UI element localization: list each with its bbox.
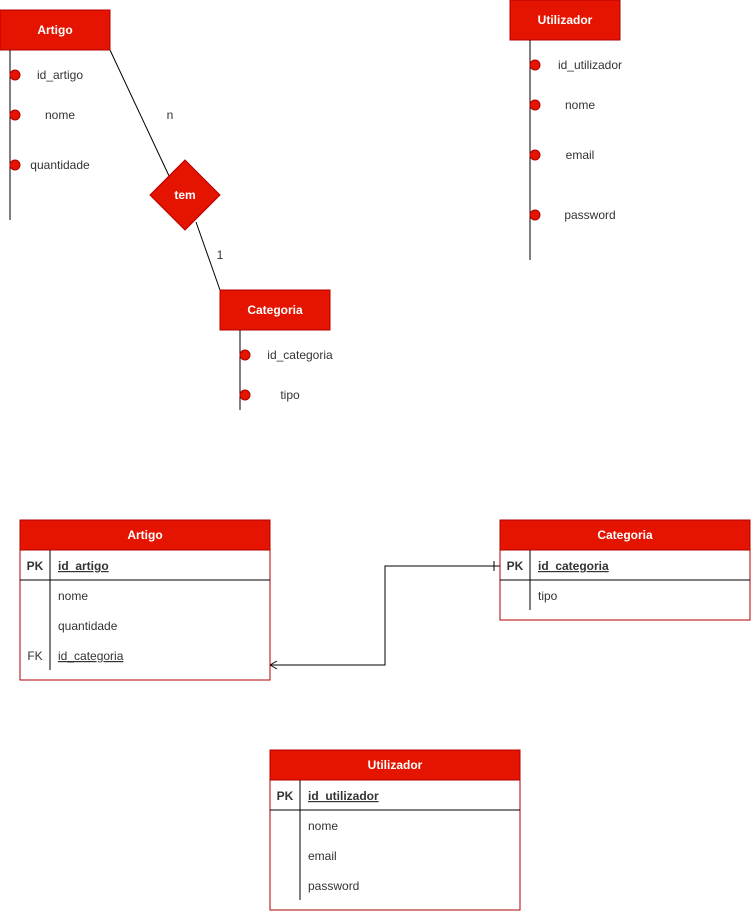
table-categoria[interactable]: Categoria PK id_categoria tipo: [499, 519, 751, 621]
svg-text:tipo: tipo: [280, 388, 300, 402]
table-artigo-title: Artigo: [127, 528, 162, 542]
er-relation-tem[interactable]: tem: [149, 159, 221, 231]
table-utilizador-field-email: email: [308, 849, 337, 863]
table-utilizador-title: Utilizador: [368, 758, 423, 772]
table-utilizador-field-nome: nome: [308, 819, 338, 833]
er-attr-email: email: [529, 148, 595, 162]
svg-text:nome: nome: [45, 108, 75, 122]
svg-text:id_artigo: id_artigo: [37, 68, 83, 82]
table-categoria-title: Categoria: [597, 528, 653, 542]
cardinality-1: 1: [217, 248, 224, 262]
er-attr-id-categoria: id_categoria: [239, 348, 333, 362]
svg-text:nome: nome: [565, 98, 595, 112]
fk-relation-connector[interactable]: [269, 561, 500, 670]
table-artigo-pk-field: id_artigo: [58, 559, 109, 573]
table-artigo-fk-label: FK: [27, 649, 42, 663]
table-utilizador[interactable]: Utilizador PK id_utilizador nome email p…: [269, 749, 521, 911]
table-categoria-pk-field: id_categoria: [538, 559, 609, 573]
table-artigo-field-nome: nome: [58, 589, 88, 603]
er-entity-categoria[interactable]: Categoria: [219, 289, 331, 331]
er-entity-utilizador-title: Utilizador: [538, 13, 593, 27]
er-relation-tem-label: tem: [174, 188, 195, 202]
er-entity-categoria-title: Categoria: [247, 303, 303, 317]
relation-line-categoria: [195, 221, 221, 291]
table-utilizador-pk-field: id_utilizador: [308, 789, 379, 803]
er-entity-artigo[interactable]: Artigo: [0, 9, 111, 51]
er-attr-nome-artigo: nome: [9, 108, 75, 122]
er-entity-utilizador[interactable]: Utilizador: [509, 0, 621, 41]
svg-text:quantidade: quantidade: [30, 158, 90, 172]
svg-text:password: password: [564, 208, 615, 222]
er-attr-password: password: [529, 208, 616, 222]
table-utilizador-pk-label: PK: [277, 789, 294, 803]
er-attr-id-artigo: id_artigo: [9, 68, 83, 82]
svg-text:id_categoria: id_categoria: [267, 348, 333, 362]
er-attr-nome-utilizador: nome: [529, 98, 595, 112]
table-artigo-pk-label: PK: [27, 559, 44, 573]
er-attr-tipo: tipo: [239, 388, 300, 402]
svg-text:email: email: [566, 148, 595, 162]
er-entity-artigo-title: Artigo: [37, 23, 72, 37]
er-attr-id-utilizador: id_utilizador: [529, 58, 622, 72]
table-artigo[interactable]: Artigo PK id_artigo nome quantidade FK i…: [19, 519, 271, 681]
table-artigo-fk-field: id_categoria: [58, 649, 124, 663]
table-categoria-pk-label: PK: [507, 559, 524, 573]
table-artigo-field-quantidade: quantidade: [58, 619, 118, 633]
relation-line-artigo: [109, 49, 171, 179]
svg-text:id_utilizador: id_utilizador: [558, 58, 622, 72]
cardinality-n: n: [167, 108, 174, 122]
er-attr-quantidade: quantidade: [9, 158, 90, 172]
table-utilizador-field-password: password: [308, 879, 359, 893]
table-categoria-field-tipo: tipo: [538, 589, 558, 603]
